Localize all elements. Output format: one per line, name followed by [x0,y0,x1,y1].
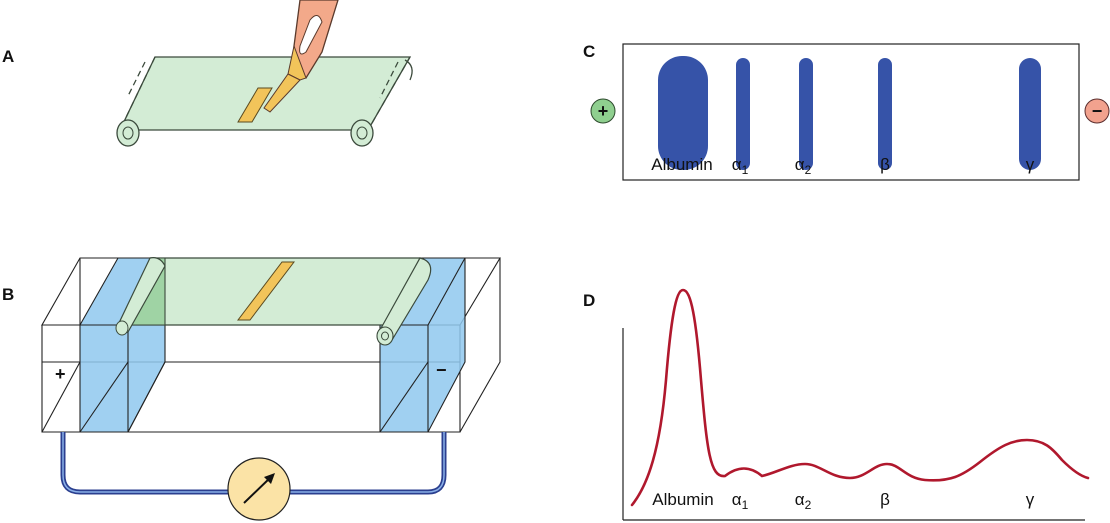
peak-label-albumin: Albumin [652,490,713,509]
peak-label-alpha2: α2 [795,490,812,512]
circuit-wire-left [60,432,228,495]
band-gamma [1019,58,1041,170]
peak-label-alpha1: α1 [732,490,749,512]
circuit-wire-right [290,432,447,495]
sample-streak [237,87,273,123]
band-label-alpha2: α2 [795,155,812,177]
paper-roll-left-end [116,119,140,147]
band-label-alpha1: α1 [732,155,749,177]
paper-bridge [115,257,432,346]
peak-label-beta: β [880,490,890,509]
anode-icon: + [590,98,616,124]
panel-b: B [2,257,501,521]
sample-streak-b [236,261,296,321]
paper-roll-right-end [350,119,374,147]
band-beta [878,58,892,170]
band-label-beta: β [880,155,890,174]
anode-symbol-b: + [55,364,66,384]
cathode-symbol-b: − [436,360,447,380]
panel-a-label: A [2,47,14,66]
band-albumin [658,56,708,170]
panel-c-label: C [583,42,595,61]
pipette-icon [263,0,339,113]
panel-d: D Albumin α1 α2 β γ [583,288,1090,521]
band-label-albumin: Albumin [651,155,712,174]
panel-b-label: B [2,285,14,304]
densitometry-trace [630,288,1090,507]
peak-label-gamma: γ [1026,490,1035,509]
band-alpha2 [799,58,813,170]
paper-roll-right [367,56,411,131]
cathode-icon: − [1084,98,1110,124]
paper-roll-left [119,56,156,131]
band-label-gamma: γ [1026,155,1035,174]
panel-c: C + − Albumin α1 α2 β γ [583,42,1110,181]
anode-symbol-c: + [598,101,609,121]
panel-d-label: D [583,291,595,310]
band-alpha1 [736,58,750,170]
ammeter-icon [227,457,291,521]
cathode-symbol-c: − [1092,101,1103,121]
panel-a: A [2,0,413,147]
